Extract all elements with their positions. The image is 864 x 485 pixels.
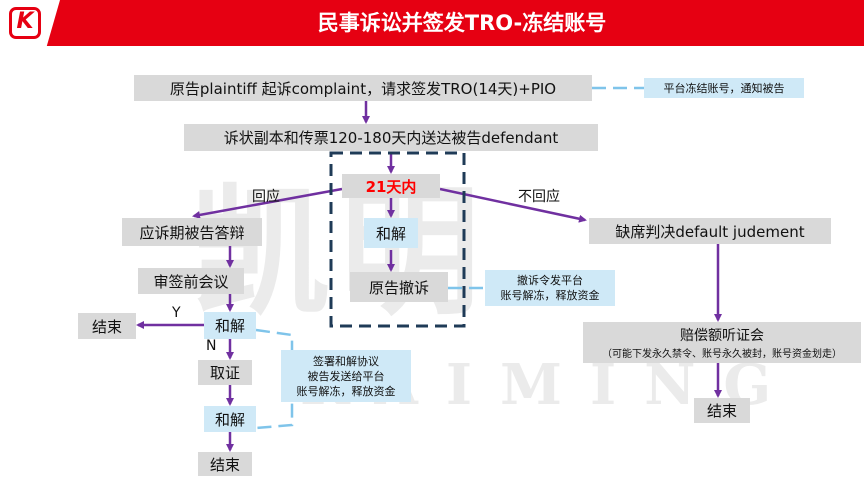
logo-letter: K [16, 9, 34, 34]
label-yes: Y [172, 305, 181, 321]
title-bar: K 民事诉讼并签发TRO-冻结账号 [0, 0, 864, 46]
node-hearing-title: 赔偿额听证会 [680, 328, 764, 344]
node-settle2: 和解 [204, 406, 256, 432]
node-settle-mid: 和解 [364, 218, 418, 248]
arrow-21days-default [439, 187, 587, 223]
node-service: 诉状副本和传票120-180天内送达被告defendant [184, 124, 598, 151]
note-freeze: 平台冻结账号，通知被告 [644, 78, 804, 98]
note-agree-line1: 签署和解协议 [313, 354, 379, 368]
node-end-bottom: 结束 [198, 452, 252, 476]
node-complaint: 原告plaintiff 起诉complaint，请求签发TRO(14天)+PIO [134, 75, 592, 101]
node-hearing: 赔偿额听证会 （可能下发永久禁令、账号永久被封，账号资金划走） [583, 322, 861, 363]
page-title: 民事诉讼并签发TRO-冻结账号 [317, 11, 607, 35]
node-answer: 应诉期被告答辩 [122, 218, 262, 246]
note-unfreeze: 撤诉令发平台 账号解冻，释放资金 [485, 270, 615, 306]
note-unfreeze-line1: 撤诉令发平台 [517, 274, 583, 287]
note-agree-line2: 被告发送给平台 [307, 369, 385, 383]
node-hearing-sub: （可能下发永久禁令、账号永久被封，账号资金划走） [602, 349, 842, 360]
node-end-left: 结束 [78, 313, 136, 339]
label-respond: 回应 [252, 189, 280, 205]
node-settle1: 和解 [204, 312, 256, 339]
dashed-group-frame [329, 151, 466, 328]
node-withdraw: 原告撤诉 [350, 272, 448, 302]
watermark-chars: 凯明 [190, 171, 491, 335]
node-discovery: 取证 [198, 360, 252, 385]
note-unfreeze-line2: 账号解冻，释放资金 [500, 289, 600, 302]
note-agree: 签署和解协议 被告发送给平台 账号解冻，释放资金 [281, 350, 411, 402]
node-21days: 21天内 [342, 174, 440, 198]
node-default: 缺席判决default judement [589, 218, 831, 244]
note-agree-line3: 账号解冻，释放资金 [296, 384, 396, 398]
label-no: N [206, 338, 217, 354]
logo-frame-icon [9, 7, 41, 39]
arrow-21days-answer [192, 187, 343, 219]
node-pretrial: 审签前会议 [138, 268, 244, 294]
label-no-respond: 不回应 [518, 189, 560, 205]
node-end-right: 结束 [694, 398, 750, 423]
